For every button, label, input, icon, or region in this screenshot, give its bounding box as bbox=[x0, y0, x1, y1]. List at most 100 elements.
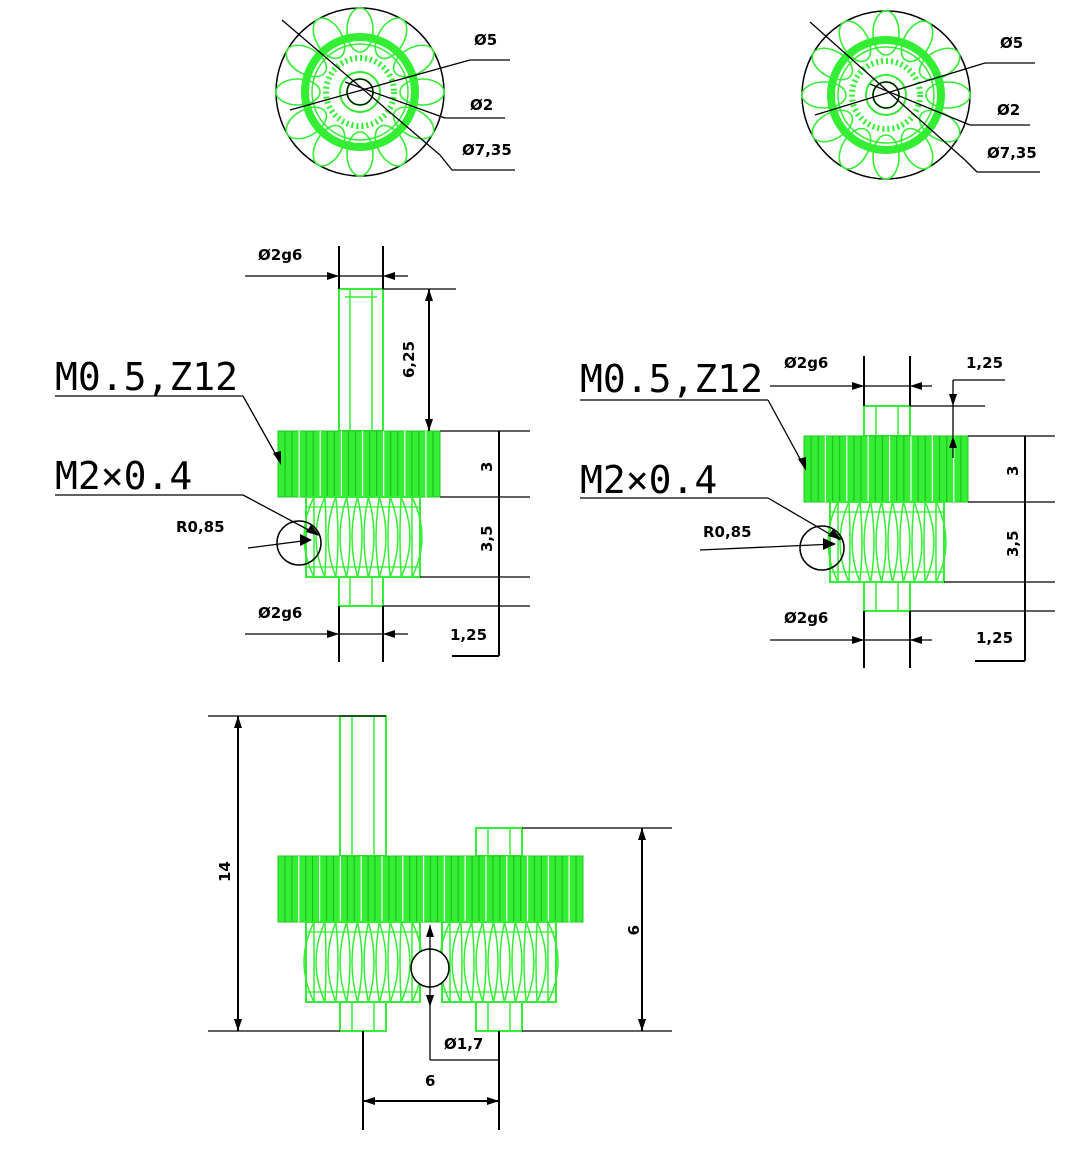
dim-shaft-bottom-left: Ø2g6 bbox=[258, 604, 302, 622]
end-view-left: Ø5 Ø2 Ø7,35 bbox=[275, 7, 515, 177]
worm-thread bbox=[536, 921, 547, 1003]
worm-thread bbox=[389, 921, 399, 1003]
leader-d-mid-left bbox=[289, 59, 471, 111]
worm-thread bbox=[324, 921, 327, 1003]
worm-thread bbox=[345, 921, 351, 1003]
worm-thread bbox=[535, 921, 538, 1003]
worm-thread bbox=[547, 921, 559, 1003]
worm-thread bbox=[481, 921, 487, 1003]
worm-thread bbox=[345, 496, 351, 578]
dim-top-stub-right: 1,25 bbox=[966, 354, 1003, 372]
dim-d-outer-left: Ø7,35 bbox=[462, 141, 512, 159]
worm-thread bbox=[356, 496, 363, 578]
worm-right bbox=[829, 501, 945, 583]
dim-d-mid-right: Ø5 bbox=[1000, 34, 1023, 52]
worm-thread bbox=[902, 501, 911, 583]
worm-thread bbox=[471, 921, 475, 1003]
worm-thread bbox=[367, 496, 375, 578]
assembly-shaft-right-bottom bbox=[475, 1001, 523, 1032]
dim-shaft-bottom-right: Ø2g6 bbox=[784, 609, 828, 627]
spur-gear-left bbox=[277, 430, 441, 498]
worm-thread bbox=[339, 921, 348, 1003]
dim-gear-width-left: 3 bbox=[478, 462, 496, 472]
worm-thread bbox=[523, 921, 527, 1003]
worm-thread bbox=[399, 921, 402, 1003]
teeth-ring-right bbox=[827, 36, 945, 154]
radius-circle-left bbox=[276, 520, 322, 566]
worm-thread bbox=[887, 501, 894, 583]
dim-shaft-top-left: Ø2g6 bbox=[258, 246, 302, 264]
gear-petal bbox=[838, 20, 872, 63]
assembly-worm-right bbox=[441, 921, 557, 1003]
worm-thread bbox=[387, 496, 391, 578]
worm-thread bbox=[475, 921, 484, 1003]
worm-thread bbox=[375, 496, 381, 578]
worm-thread bbox=[378, 496, 387, 578]
worm-thread bbox=[923, 501, 926, 583]
gear-petal bbox=[399, 78, 445, 106]
worm-thread bbox=[378, 921, 387, 1003]
gear-petal bbox=[801, 81, 847, 109]
worm-thread bbox=[859, 501, 863, 583]
worm-thread bbox=[303, 921, 315, 1003]
gear-petal bbox=[346, 131, 374, 177]
shaft-top-left bbox=[338, 288, 384, 432]
gear-petal bbox=[925, 81, 971, 109]
gear-petal bbox=[900, 20, 934, 63]
gear-petal bbox=[374, 124, 408, 167]
worm-thread bbox=[924, 501, 935, 583]
dim-d-inner-left: Ø2 bbox=[470, 96, 493, 114]
worm-thread bbox=[463, 921, 473, 1003]
worm-thread bbox=[899, 501, 905, 583]
worm-thread bbox=[514, 921, 523, 1003]
dim-stub-length-right: 1,25 bbox=[976, 629, 1013, 647]
worm-thread bbox=[387, 921, 391, 1003]
dim-d-mid-left: Ø5 bbox=[474, 31, 497, 49]
assembly-worm-left bbox=[305, 921, 421, 1003]
gear-spec-left: M0.5,Z12 bbox=[55, 355, 238, 399]
dim-radius-right: R0,85 bbox=[703, 523, 752, 541]
gear-petal bbox=[392, 44, 435, 78]
worm-thread bbox=[525, 921, 535, 1003]
worm-left bbox=[305, 496, 421, 578]
worm-thread bbox=[356, 921, 363, 1003]
worm-thread bbox=[875, 501, 883, 583]
assembly-shaft-left-top bbox=[339, 715, 387, 857]
worm-thread bbox=[451, 921, 462, 1003]
hub-circle-left bbox=[339, 71, 381, 113]
dim-d-outer-right: Ø7,35 bbox=[987, 144, 1037, 162]
worm-spec-right: M2×0.4 bbox=[580, 458, 717, 502]
teeth-ring-left bbox=[301, 33, 419, 151]
dim-shaft-length-left: 6,25 bbox=[400, 341, 418, 378]
worm-thread bbox=[400, 921, 411, 1003]
gear-spec-right: M0.5,Z12 bbox=[580, 357, 763, 401]
worm-thread bbox=[851, 501, 861, 583]
worm-thread bbox=[363, 496, 370, 578]
worm-thread bbox=[935, 501, 947, 583]
worm-thread bbox=[363, 921, 370, 1003]
dim-shaft-top-right: Ø2g6 bbox=[784, 354, 828, 372]
dim-total-height: 14 bbox=[216, 861, 234, 882]
spur-gear-right bbox=[803, 435, 969, 503]
leader-d-inner-right bbox=[869, 83, 971, 126]
end-view-right: Ø5 Ø2 Ø7,35 bbox=[801, 10, 1040, 180]
hub-circle-right bbox=[865, 74, 907, 116]
worm-thread bbox=[315, 921, 326, 1003]
side-view-right: R0,85 Ø2g6 1,25 3 3,5 1,25 Ø2g6 M0.5,Z12 bbox=[580, 354, 1055, 668]
leader-d-inner-left bbox=[344, 81, 446, 119]
gear-petal bbox=[811, 47, 854, 81]
worm-thread bbox=[411, 496, 423, 578]
leader-d-mid-right bbox=[814, 62, 986, 116]
worm-thread bbox=[499, 921, 506, 1003]
worm-thread bbox=[327, 921, 337, 1003]
worm-thread bbox=[487, 921, 495, 1003]
worm-thread bbox=[503, 921, 511, 1003]
worm-thread bbox=[315, 496, 326, 578]
shaft-top-right bbox=[863, 405, 911, 437]
worm-thread bbox=[375, 921, 381, 1003]
worm-thread bbox=[913, 501, 923, 583]
gear-petal bbox=[392, 106, 435, 140]
dim-right-height: 9 bbox=[624, 925, 642, 935]
dim-center-distance: 6 bbox=[425, 1072, 435, 1090]
